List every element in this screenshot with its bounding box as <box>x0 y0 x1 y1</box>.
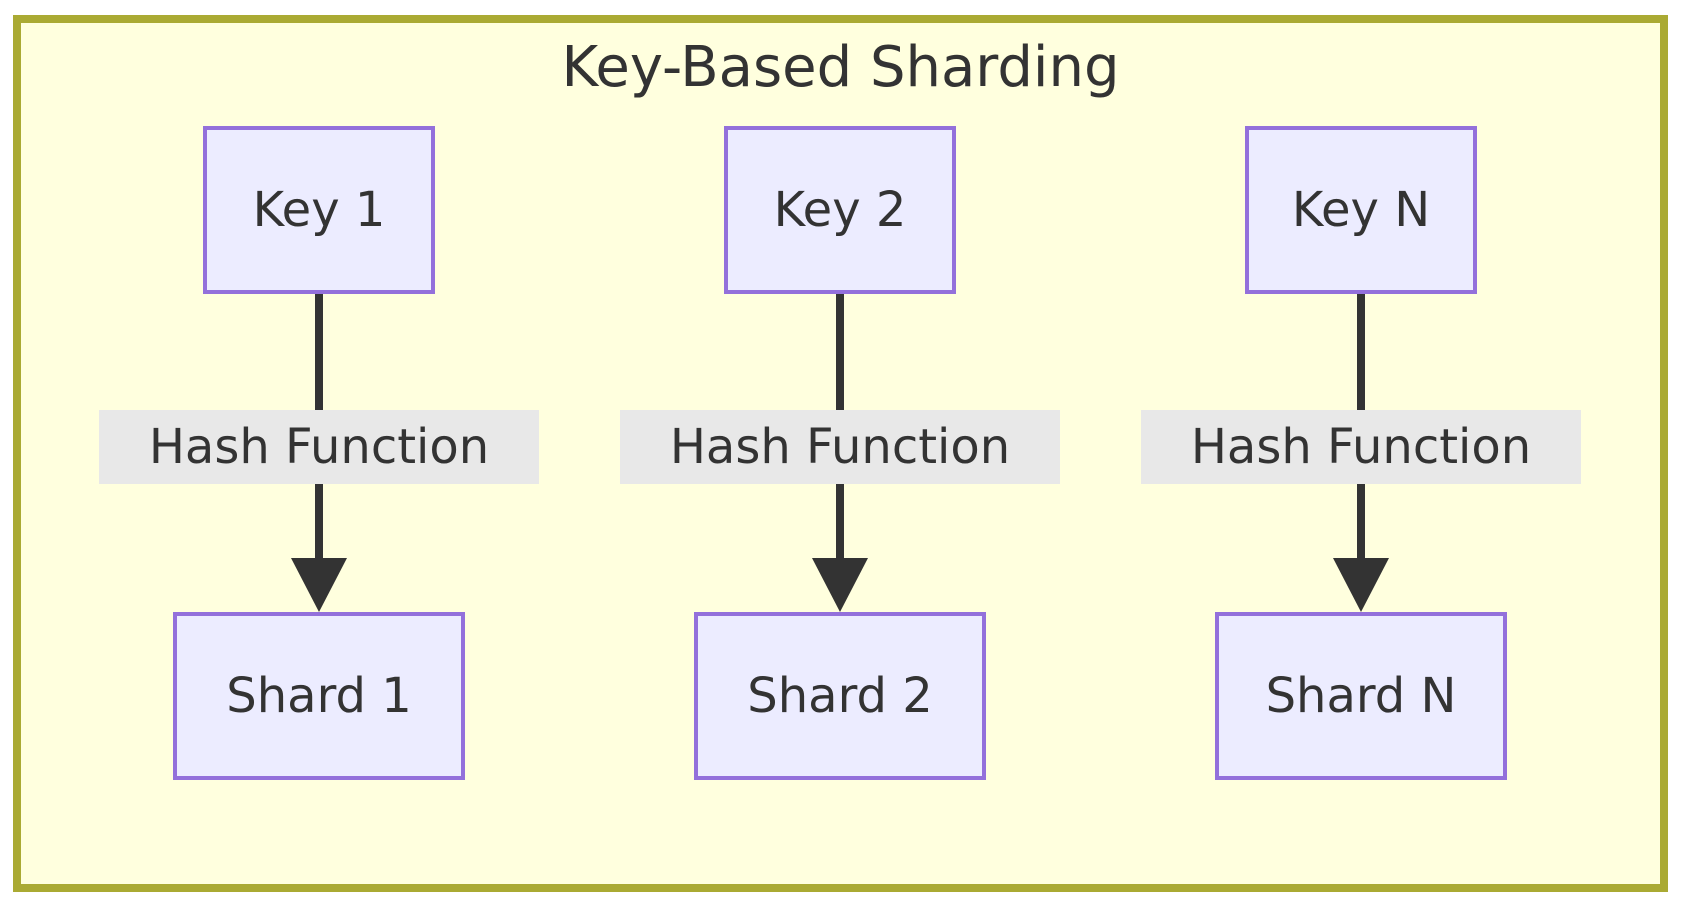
edge-label-text: Hash Function <box>148 419 490 475</box>
shard-node: Shard N <box>1215 612 1507 780</box>
shard-node: Shard 2 <box>694 612 986 780</box>
arrowhead-icon <box>291 558 347 612</box>
key-node-label: Key N <box>1291 182 1431 238</box>
sharding-cluster-container: Key-Based Sharding Key 1 Hash Function S… <box>13 15 1668 892</box>
edge-label-hash-function: Hash Function <box>1141 410 1581 484</box>
shard-node-label: Shard 1 <box>226 668 412 724</box>
arrowhead-icon <box>812 558 868 612</box>
key-node: Key 2 <box>724 126 956 294</box>
edge-label-hash-function: Hash Function <box>99 410 539 484</box>
flow-column-n: Key N Hash Function Shard N <box>1131 23 1591 884</box>
flow-column-1: Key 1 Hash Function Shard 1 <box>89 23 549 884</box>
diagram-title: Key-Based Sharding <box>561 35 1120 100</box>
edge-label-text: Hash Function <box>669 419 1011 475</box>
shard-node: Shard 1 <box>173 612 465 780</box>
key-node: Key 1 <box>203 126 435 294</box>
edge-label-hash-function: Hash Function <box>620 410 1060 484</box>
flow-column-2: Key 2 Hash Function Shard 2 <box>610 23 1070 884</box>
key-node: Key N <box>1245 126 1477 294</box>
key-node-label: Key 2 <box>773 182 907 238</box>
edge-label-text: Hash Function <box>1190 419 1532 475</box>
shard-node-label: Shard N <box>1265 668 1457 724</box>
arrowhead-icon <box>1333 558 1389 612</box>
key-node-label: Key 1 <box>252 182 386 238</box>
shard-node-label: Shard 2 <box>747 668 933 724</box>
